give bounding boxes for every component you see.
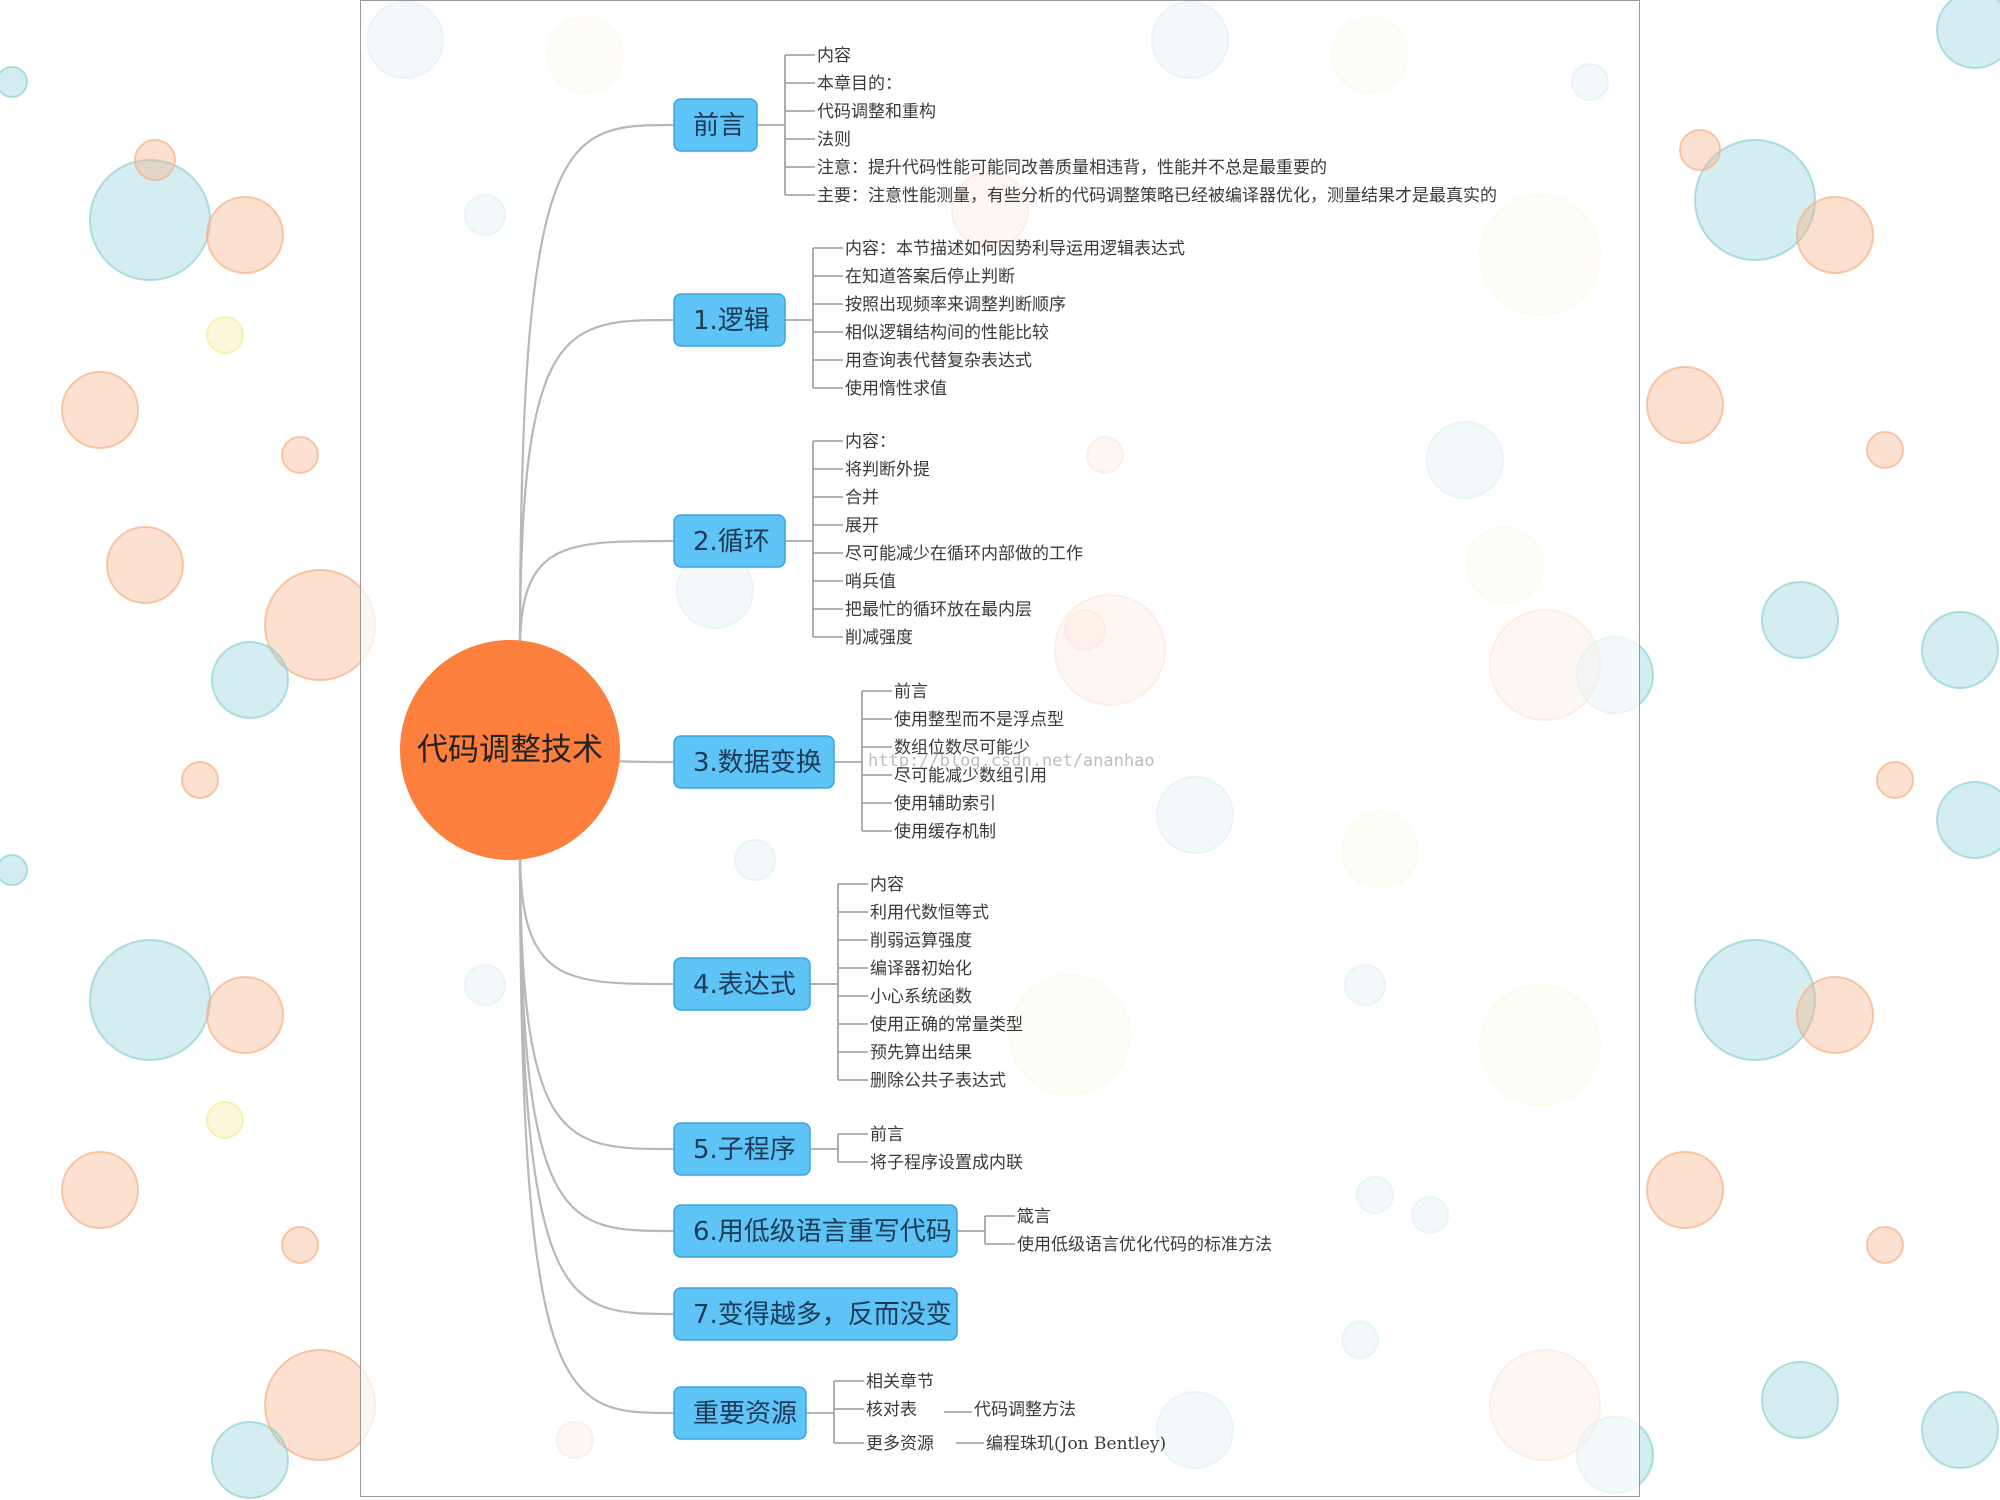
branch-node-label: 6.用低级语言重写代码	[693, 1217, 952, 1247]
leaf-topic[interactable]: 在知道答案后停止判断	[845, 267, 1015, 287]
branch-node-label: 2.循环	[693, 527, 770, 557]
branch-connector	[520, 850, 674, 984]
branch-connector	[520, 850, 674, 1314]
leaf-topic[interactable]: 前言	[870, 1125, 904, 1145]
leaf-topic[interactable]: 使用辅助索引	[894, 793, 996, 814]
branches: 前言内容本章目的：代码调整和重构法则注意：提升代码性能可能同改善质量相违背，性能…	[674, 46, 1497, 1454]
branch-node-label: 3.数据变换	[693, 748, 822, 778]
leaf-topic[interactable]: 小心系统函数	[870, 987, 972, 1007]
leaf-topic[interactable]: 使用缓存机制	[894, 821, 996, 842]
leaf-topic[interactable]: 把最忙的循环放在最内层	[845, 600, 1032, 620]
branch-node[interactable]: 3.数据变换	[674, 736, 834, 788]
branch-node[interactable]: 7.变得越多，反而没变	[674, 1288, 957, 1340]
central-topic[interactable]: 代码调整技术	[400, 640, 620, 860]
leaf-topic[interactable]: 内容	[817, 46, 851, 66]
branch-node[interactable]: 5.子程序	[674, 1123, 810, 1175]
leaf-topic[interactable]: 将判断外提	[845, 460, 930, 480]
leaf-topic[interactable]: 核对表	[866, 1400, 917, 1420]
leaf-topic[interactable]: 预先算出结果	[870, 1043, 972, 1063]
branch-node[interactable]: 重要资源	[674, 1387, 806, 1439]
leaf-topic[interactable]: 用查询表代替复杂表达式	[845, 351, 1032, 371]
leaf-topic[interactable]: 展开	[845, 516, 879, 536]
branch-node-label: 5.子程序	[693, 1135, 796, 1165]
leaf-topic[interactable]: 内容	[870, 875, 904, 895]
sub-topic[interactable]: 代码调整方法	[974, 1400, 1076, 1420]
leaf-topic[interactable]: 尽可能减少数组引用	[894, 766, 1047, 786]
branch-node[interactable]: 2.循环	[674, 515, 785, 567]
branch-connector	[520, 850, 674, 1413]
leaf-topic[interactable]: 相似逻辑结构间的性能比较	[845, 323, 1049, 343]
leaf-topic[interactable]: 前言	[894, 682, 928, 702]
leaf-topic[interactable]: 内容：本节描述如何因势利导运用逻辑表达式	[845, 239, 1185, 259]
leaf-topic[interactable]: 数组位数尽可能少	[894, 738, 1030, 758]
branch-node-label: 重要资源	[693, 1399, 797, 1429]
leaf-topic[interactable]: 削减强度	[845, 628, 913, 648]
central-topic-label: 代码调整技术	[417, 732, 603, 768]
leaf-topic[interactable]: 使用低级语言优化代码的标准方法	[1017, 1234, 1272, 1255]
leaf-topic[interactable]: 使用整型而不是浮点型	[894, 709, 1064, 730]
leaf-topic[interactable]: 删除公共子表达式	[870, 1071, 1006, 1091]
branch-node-label: 7.变得越多，反而没变	[693, 1300, 952, 1330]
branch-connector	[520, 320, 674, 650]
leaf-topic[interactable]: 代码调整和重构	[817, 102, 936, 122]
leaf-topic[interactable]: 使用惰性求值	[845, 378, 947, 399]
branch-node-label: 1.逻辑	[693, 306, 770, 336]
branch-connector	[520, 850, 674, 1231]
branch-node-label: 前言	[693, 111, 745, 141]
leaf-topic[interactable]: 编译器初始化	[870, 959, 972, 979]
leaf-topic[interactable]: 哨兵值	[845, 572, 896, 592]
branch-connector	[520, 850, 674, 1149]
leaf-topic[interactable]: 注意：提升代码性能可能同改善质量相违背，性能并不总是最重要的	[817, 158, 1327, 178]
leaf-topic[interactable]: 合并	[845, 488, 879, 508]
leaf-topic[interactable]: 内容：	[845, 432, 896, 452]
leaf-topic[interactable]: 将子程序设置成内联	[870, 1153, 1023, 1173]
leaf-topic[interactable]: 按照出现频率来调整判断顺序	[845, 295, 1066, 315]
leaf-topic[interactable]: 主要：注意性能测量，有些分析的代码调整策略已经被编译器优化，测量结果才是最真实的	[817, 186, 1497, 206]
branch-connector	[520, 541, 674, 650]
leaf-topic[interactable]: 相关章节	[866, 1372, 934, 1392]
sub-topic[interactable]: 编程珠玑(Jon Bentley)	[986, 1434, 1166, 1454]
leaf-topic[interactable]: 更多资源	[866, 1434, 934, 1454]
branch-node[interactable]: 前言	[674, 99, 757, 151]
leaf-topic[interactable]: 箴言	[1017, 1207, 1051, 1227]
leaf-topic[interactable]: 利用代数恒等式	[870, 903, 989, 923]
leaf-topic[interactable]: 削弱运算强度	[870, 931, 972, 951]
branch-node[interactable]: 1.逻辑	[674, 294, 785, 346]
branch-node[interactable]: 6.用低级语言重写代码	[674, 1205, 957, 1257]
branch-node-label: 4.表达式	[693, 970, 796, 1000]
branch-node[interactable]: 4.表达式	[674, 958, 810, 1010]
leaf-topic[interactable]: 本章目的：	[817, 74, 902, 94]
leaf-topic[interactable]: 使用正确的常量类型	[870, 1014, 1023, 1035]
leaf-topic[interactable]: 尽可能减少在循环内部做的工作	[845, 544, 1083, 564]
leaf-topic[interactable]: 法则	[817, 130, 851, 150]
